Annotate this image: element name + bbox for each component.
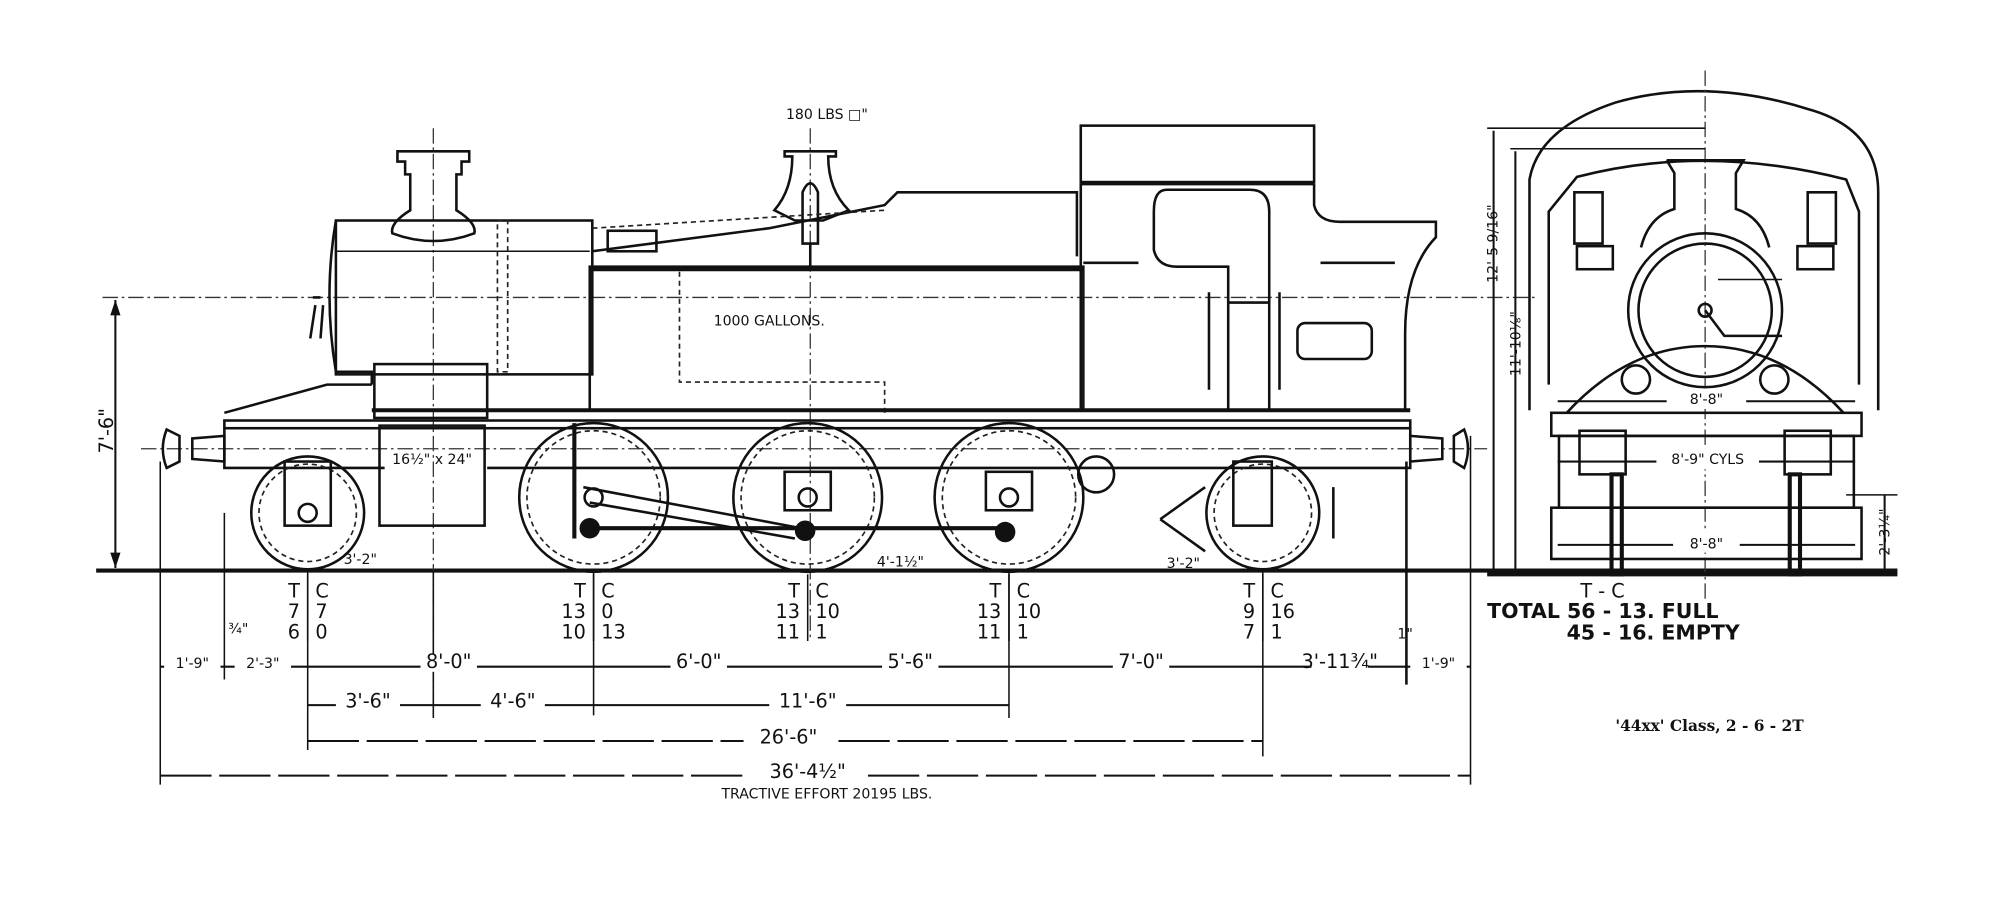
axle-weight-empty-cwt: 1 xyxy=(1017,620,1029,643)
front-elevation: 8'-8" 8'-9" CYLS 8'-8" 12'-5 9/16" 11'-1… xyxy=(1485,70,1898,645)
axle-weight-full-cwt: 7 xyxy=(315,600,327,623)
axle-weight-full-cwt: 10 xyxy=(1017,600,1041,623)
tank-capacity-label: 1000 GALLONS. xyxy=(714,314,825,330)
axle-weight-full-tons: 13 xyxy=(561,600,585,623)
driving-wheel-dia-label: 4'-1½" xyxy=(877,555,924,571)
boiler-pressure-label: 180 LBS □" xyxy=(786,107,868,123)
total-empty: 45 - 16. EMPTY xyxy=(1567,621,1741,645)
side-tank: 1000 GALLONS. xyxy=(588,265,1085,417)
dimension-label: 1'-9" xyxy=(1422,656,1455,672)
front-height-cab: 11'-10⅛" xyxy=(1509,311,1525,376)
driving-wheel-1 xyxy=(517,421,670,574)
overall-length: 36'-4½" xyxy=(770,760,846,783)
dim-26-6: 26'-6" xyxy=(760,726,818,749)
side-elevation: 1000 GALLONS. 16½" x 24" xyxy=(95,107,1898,718)
trailing-wheel xyxy=(1205,455,1321,571)
driving-wheel-2 xyxy=(732,421,884,574)
leading-wheel-dia-label: 3'-2" xyxy=(344,552,377,568)
axle-weight-empty-cwt: 1 xyxy=(815,620,827,643)
axle-weight-head-tons: T xyxy=(287,579,300,602)
dim-3-6: 3'-6" xyxy=(345,690,391,713)
front-width-lower: 8'-8" xyxy=(1690,537,1723,553)
axle-weight-empty-tons: 6 xyxy=(288,620,300,643)
axle-weight-empty-tons: 11 xyxy=(776,620,800,643)
dimension-label: 7'-0" xyxy=(1118,650,1164,673)
axle-weight-full-tons: 13 xyxy=(977,600,1001,623)
trailing-wheel-dia-label: 3'-2" xyxy=(1167,556,1200,572)
cylinder xyxy=(378,424,486,527)
boiler xyxy=(308,219,594,385)
leading-pony-wheel xyxy=(250,455,366,571)
length-dimensions: 1'-9" 2'-3" 8'-0" 6'-0" 5'-6" 7'-0" 3'-11¾" 1'-… xyxy=(159,435,1472,803)
three-quarter-note: ¾" xyxy=(228,621,248,637)
height-7-6-label: 7'-6" xyxy=(95,408,118,454)
cylinder-centres: 8'-9" CYLS xyxy=(1671,452,1744,468)
axle-weight-head-cwt: C xyxy=(315,579,328,602)
axle-weight-full-cwt: 0 xyxy=(601,600,613,623)
axle-weight-head-tons: T xyxy=(787,579,800,602)
tractive-effort-label: TRACTIVE EFFORT 20195 LBS. xyxy=(720,787,932,803)
axle-weight-full-tons: 7 xyxy=(288,600,300,623)
dimension-label: 1'-9" xyxy=(176,656,209,672)
axle-weight-head-cwt: C xyxy=(1271,579,1284,602)
axle-weight-head-cwt: C xyxy=(815,579,828,602)
cylinder-size-label: 16½" x 24" xyxy=(392,452,472,468)
front-weight-head: T - C xyxy=(1579,579,1624,602)
axle-weight-empty-cwt: 13 xyxy=(601,620,625,643)
dimension-label: 8'-0" xyxy=(426,650,472,673)
axle-weight-empty-cwt: 0 xyxy=(315,620,327,643)
axle-weight-head-cwt: C xyxy=(601,579,614,602)
safety-valve-bonnet xyxy=(772,150,851,270)
axle-weight-head-cwt: C xyxy=(1017,579,1030,602)
axle-weight-full-tons: 9 xyxy=(1243,600,1255,623)
axle-weight-empty-cwt: 1 xyxy=(1271,620,1283,643)
axle-weight-head-tons: T xyxy=(1242,579,1255,602)
axle-weight-full-cwt: 16 xyxy=(1271,600,1295,623)
axle-weight-head-tons: T xyxy=(573,579,586,602)
dimension-label: 3'-11¾" xyxy=(1302,650,1378,673)
rear-buffer xyxy=(1408,427,1470,470)
cab xyxy=(1079,124,1438,411)
drawing-caption: '44xx' Class, 2 - 6 - 2T xyxy=(1615,717,1804,735)
one-inch-note: 1" xyxy=(1397,626,1412,642)
axle-weight-full-cwt: 10 xyxy=(815,600,839,623)
connecting-rod xyxy=(572,423,1013,542)
dimension-label: 2'-3" xyxy=(246,656,279,672)
axle-weight-empty-tons: 10 xyxy=(561,620,585,643)
total-full: TOTAL 56 - 13. FULL xyxy=(1487,599,1718,623)
height-dimension: 7'-6" xyxy=(95,300,121,568)
dim-4-6: 4'-6" xyxy=(490,690,536,713)
axle-weight-empty-tons: 7 xyxy=(1243,620,1255,643)
axle-weight-empty-tons: 11 xyxy=(977,620,1001,643)
driving-wheel-3 xyxy=(933,421,1116,574)
axle-weight-full-tons: 13 xyxy=(776,600,800,623)
front-width-upper: 8'-8" xyxy=(1690,392,1723,408)
front-height-total: 12'-5 9/16" xyxy=(1485,204,1501,282)
cylinder-cover xyxy=(373,362,489,420)
axle-weight-head-tons: T xyxy=(989,579,1002,602)
chimney xyxy=(390,150,476,243)
dimension-label: 6'-0" xyxy=(676,650,722,673)
front-buffer xyxy=(161,427,226,470)
dim-11-6: 11'-6" xyxy=(779,690,837,713)
dimension-label: 5'-6" xyxy=(887,650,933,673)
front-height-buffer: 2'-3¼" xyxy=(1878,509,1894,556)
